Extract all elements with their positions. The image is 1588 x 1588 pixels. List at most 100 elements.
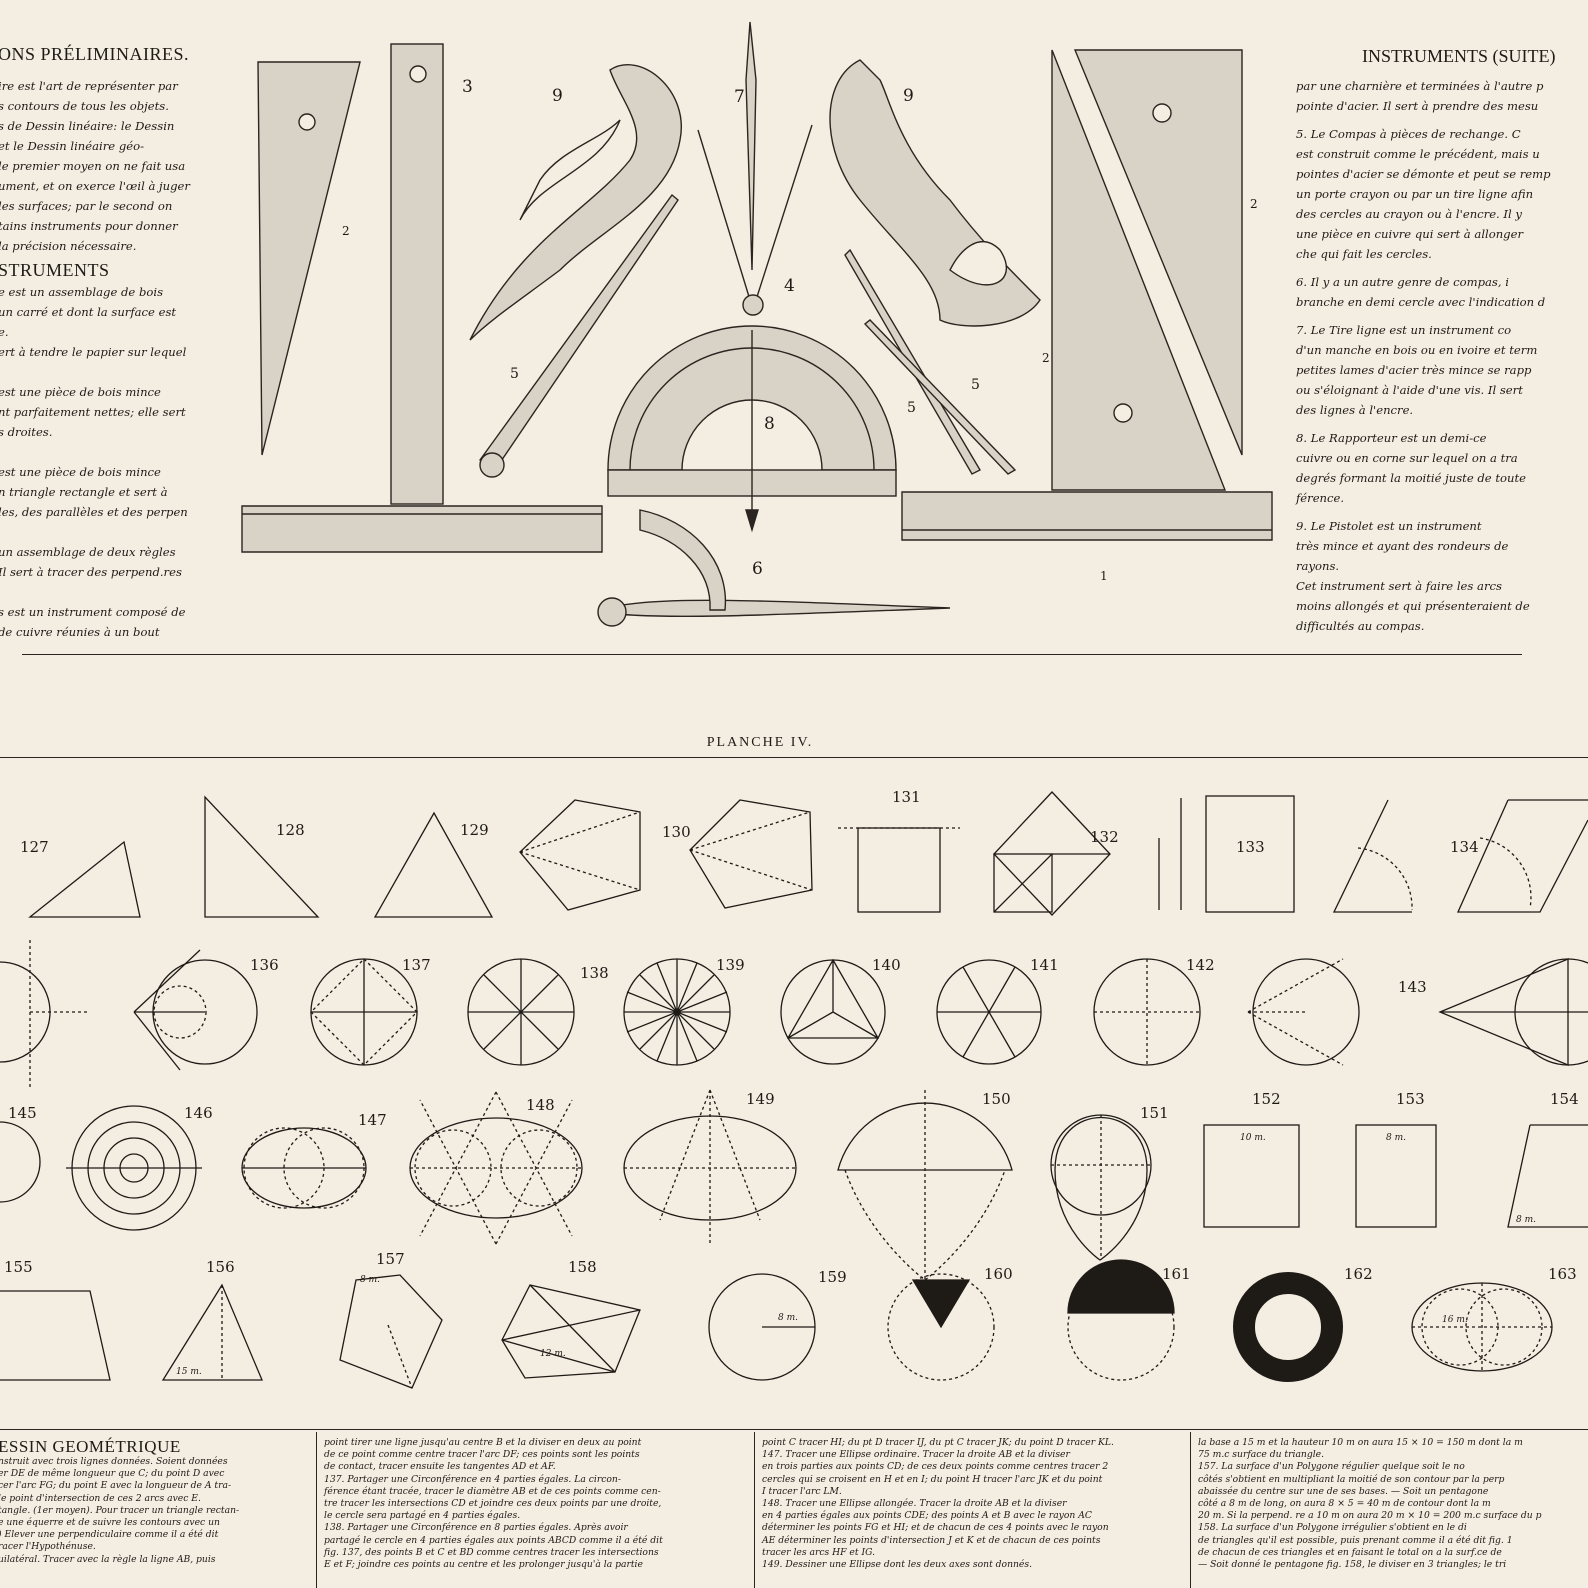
measure-label: 12 m. (540, 1349, 566, 1359)
right-line: un porte crayon ou par un tire ligne afi… (1296, 187, 1534, 201)
bottom-rule (0, 1429, 1588, 1430)
fig-161 (1067, 1273, 1175, 1381)
fig-130 (519, 799, 641, 911)
fig-num: 146 (184, 1104, 213, 1122)
fig-143 (1252, 958, 1360, 1066)
fig-130b (689, 799, 813, 909)
label-2-right: 2 (1250, 197, 1258, 211)
text-line: côté a 8 m de long, on aura 8 × 5 = 40 m… (1198, 1498, 1491, 1510)
fig-150 (837, 1102, 1013, 1171)
fig-158 (501, 1284, 641, 1379)
right-line: Cet instrument sert à faire les arcs (1296, 579, 1502, 593)
fig-134 (1332, 799, 1412, 913)
text-line: 137. Partager une Circonférence en 4 par… (324, 1473, 621, 1485)
right-line: moins allongés et qui présenteraient de (1296, 599, 1530, 613)
label-5-right-a: 5 (971, 377, 980, 393)
text-line: point tirer une ligne jusqu'au centre B … (324, 1437, 642, 1448)
text-line: nstruit avec trois lignes données. Soien… (0, 1456, 228, 1467)
left-text-column: ONS PRÉLIMINAIRES. ire est l'art de repr… (0, 44, 226, 642)
fig-num: 152 (1252, 1090, 1281, 1108)
column-divider (1190, 1432, 1191, 1588)
fig-num: 138 (580, 964, 609, 982)
left-line: ument, et on exerce l'œil à juger (0, 179, 190, 193)
measure-label: 15 m. (176, 1367, 202, 1377)
left-line: ert à tendre le papier sur lequel (0, 345, 187, 359)
label-8: 8 (764, 414, 775, 434)
left-line: s est un instrument composé de (0, 605, 186, 619)
fig-num: 131 (892, 788, 921, 806)
right-line: petites lames d'acier très mince se rapp (1296, 363, 1532, 377)
left-line: et le Dessin linéaire géo- (0, 139, 145, 153)
fig-num: 157 (376, 1250, 405, 1268)
right-line: difficultés au compas. (1296, 619, 1425, 633)
column-divider (754, 1432, 755, 1588)
fig-127 (28, 840, 141, 918)
fig-num: 130 (662, 823, 691, 841)
fig-162 (1233, 1272, 1343, 1382)
fig-num: 140 (872, 956, 901, 974)
compass-handle (745, 21, 757, 271)
text-line: er DE de même longueur que C; du point D… (0, 1468, 225, 1480)
text-line: 157. La surface d'un Polygone régulier q… (1198, 1461, 1465, 1473)
fig-num: 154 (1550, 1090, 1579, 1108)
text-line: 138. Partager une Circonférence en 8 par… (324, 1522, 628, 1534)
fig-num: 136 (250, 956, 279, 974)
text-line: en trois parties aux points CD; de ces d… (762, 1461, 1109, 1473)
set-square-right-2 (1073, 49, 1243, 456)
text-line: racer l'Hypothénuse. (0, 1541, 96, 1553)
fig-129 (373, 811, 494, 918)
fig-num: 163 (1548, 1265, 1577, 1283)
section-divider (22, 654, 1522, 656)
text-line: 147. Tracer une Ellipse ordinaire. Trace… (762, 1449, 1070, 1461)
fig-num: 128 (276, 821, 305, 839)
text-line: cercles qui se croisent en H et en I; du… (762, 1473, 1103, 1485)
left-line: les, des parallèles et des perpen (0, 505, 188, 519)
text-line: en 4 parties égales aux points CDE; des … (762, 1510, 1092, 1522)
measure-label: 10 m. (1240, 1133, 1266, 1143)
label-1: 1 (1100, 569, 1108, 583)
left-line: est une pièce de bois mince (0, 385, 161, 399)
text-line: I tracer l'arc LM. (762, 1485, 842, 1497)
text-line: cer l'arc FG; du point E avec la longueu… (0, 1480, 232, 1492)
text-line: férence étant tracée, tracer le diamètre… (324, 1485, 661, 1497)
fig-num: 161 (1162, 1265, 1191, 1283)
text-line: e une équerre et de suivre les contours … (0, 1517, 220, 1529)
fig-num: 127 (20, 838, 49, 856)
label-9-right: 9 (903, 86, 914, 106)
right-line: branche en demi cercle avec l'indication… (1296, 295, 1546, 309)
left-subheading: STRUMENTS (0, 260, 110, 280)
fig-num: 160 (984, 1265, 1013, 1283)
fig-num: 162 (1344, 1265, 1373, 1283)
measure-label: 8 m. (1516, 1215, 1536, 1225)
left-line: un carré et dont la surface est (0, 305, 177, 319)
fig-num: 148 (526, 1096, 555, 1114)
measure-label: 8 m. (360, 1275, 380, 1285)
fig-num: 151 (1140, 1104, 1169, 1122)
set-square-hole (298, 113, 316, 131)
label-6: 6 (752, 559, 763, 579)
right-line: par une charnière et terminées à l'autre… (1296, 79, 1544, 93)
text-line: 148. Tracer une Ellipse allongée. Tracer… (762, 1498, 1067, 1510)
t-square-blade (390, 43, 444, 505)
fig-145 (0, 1121, 41, 1203)
right-line: une pièce en cuivre qui sert à allonger (1296, 227, 1524, 241)
right-line: d'un manche en bois ou en ivoire et term (1296, 343, 1538, 357)
text-line: 158. La surface d'un Polygone irrégulier… (1198, 1522, 1467, 1534)
measure-label: 8 m. (1386, 1133, 1406, 1143)
text-line: — Soit donné le pentagone fig. 158, le d… (1198, 1559, 1507, 1571)
fig-num: 142 (1186, 956, 1215, 974)
left-line: s contours de tous les objets. (0, 99, 169, 113)
label-2-mid: 2 (1042, 351, 1050, 365)
right-line: pointes d'acier se démonte et peut se re… (1296, 167, 1551, 181)
fig-num: 139 (716, 956, 745, 974)
fig-num: 155 (4, 1258, 33, 1276)
bottom-column-2: point tirer une ligne jusqu'au centre B … (324, 1437, 663, 1571)
left-line: e est un assemblage de bois (0, 285, 164, 299)
label-3: 3 (462, 77, 473, 97)
t-square-hole (409, 65, 427, 83)
text-line: 149. Dessiner une Ellipse dont les deux … (762, 1559, 1032, 1571)
fig-num: 145 (8, 1104, 37, 1122)
left-line: le premier moyen on ne fait usa (0, 159, 186, 173)
t-square-head (241, 505, 603, 553)
bottom-title: ESSIN GEOMÉTRIQUE (0, 1437, 181, 1456)
